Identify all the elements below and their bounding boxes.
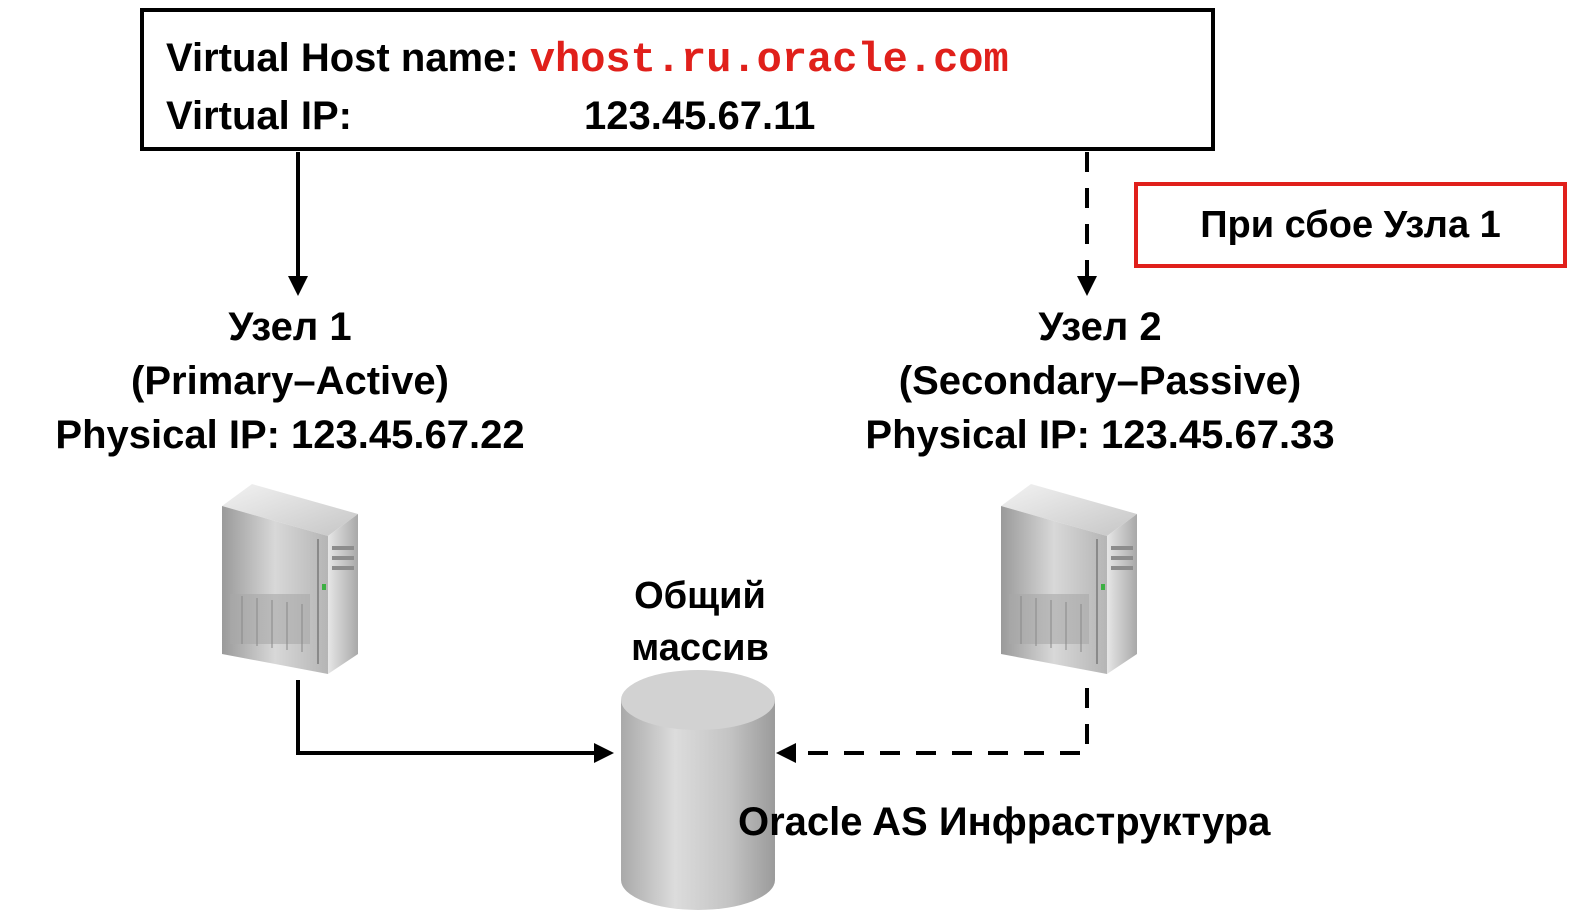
- failover-note-text: При сбое Узла 1: [1200, 203, 1501, 246]
- arrow-node2-to-storage-failover: [776, 688, 1089, 763]
- node1-title: Узел 1: [228, 305, 352, 349]
- node1-label: Узел 1 (Primary–Active) Physical IP: 123…: [0, 300, 580, 462]
- server-tower-icon: [222, 484, 358, 674]
- virtual-ip-value: 123.45.67.11: [584, 94, 816, 138]
- shared-storage-line1: Общий: [634, 575, 766, 617]
- virtual-host-name-row: Virtual Host name: vhost.ru.oracle.com: [166, 36, 1009, 84]
- arrow-vhost-to-node1: [288, 152, 308, 296]
- node2-label: Узел 2 (Secondary–Passive) Physical IP: …: [810, 300, 1390, 462]
- server-tower-icon: [1001, 484, 1137, 674]
- node1-role: (Primary–Active): [131, 359, 449, 403]
- arrow-vhost-to-node2-failover: [1077, 152, 1097, 296]
- virtual-ip-label: Virtual IP:: [166, 94, 352, 138]
- node2-physical-ip: Physical IP: 123.45.67.33: [865, 413, 1335, 457]
- node2-role: (Secondary–Passive): [898, 359, 1302, 403]
- arrow-node1-to-storage: [296, 680, 614, 763]
- virtual-host-box: Virtual Host name: vhost.ru.oracle.com V…: [140, 8, 1215, 151]
- virtual-host-name-label: Virtual Host name:: [166, 36, 519, 80]
- shared-storage-label: Общий массив: [590, 570, 810, 674]
- node2-title: Узел 2: [1038, 305, 1162, 349]
- shared-storage-line2: массив: [631, 627, 769, 669]
- virtual-host-name-value: vhost.ru.oracle.com: [529, 36, 1009, 84]
- database-cylinder-icon: [621, 670, 775, 910]
- failover-note: При сбое Узла 1: [1134, 182, 1567, 268]
- node1-physical-ip: Physical IP: 123.45.67.22: [55, 413, 525, 457]
- infrastructure-label: Oracle AS Инфраструктура: [738, 800, 1271, 844]
